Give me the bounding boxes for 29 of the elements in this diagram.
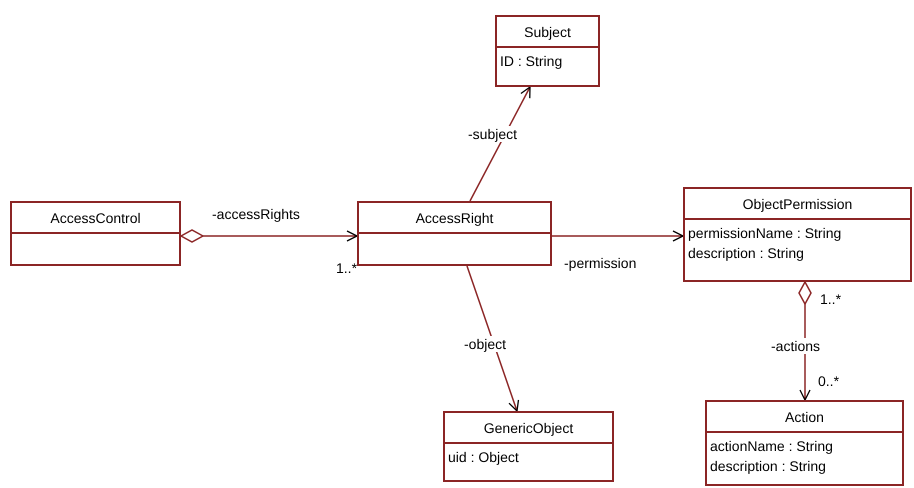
class-box [10, 201, 181, 266]
class-box [443, 411, 614, 482]
multiplicity-label: 1..* [335, 260, 358, 276]
class-name: GenericObject [484, 420, 574, 436]
association-line [466, 266, 520, 412]
class-name: ObjectPermission [742, 196, 852, 212]
class-box [495, 15, 600, 87]
multiplicity-label: 1..* [819, 291, 842, 307]
association-line [180, 229, 358, 243]
attribute-text: uid : Object [448, 448, 520, 467]
class-name: Subject [524, 24, 571, 40]
role-label: -object [462, 336, 508, 352]
class-name: AccessControl [50, 210, 141, 226]
class-name: Action [785, 409, 824, 425]
attribute-text: description : String [710, 457, 827, 476]
attribute-text: permissionName : String [688, 224, 842, 243]
attribute-text: actionName : String [710, 437, 834, 456]
attribute-text: ID : String [500, 52, 564, 71]
class-name: AccessRight [416, 210, 494, 226]
role-label: -accessRights [210, 206, 302, 222]
role-label: -subject [466, 126, 520, 142]
multiplicity-label: 0..* [817, 373, 840, 389]
class-box [705, 400, 904, 486]
class-box [683, 187, 912, 282]
association-line [552, 230, 684, 242]
class-box [357, 201, 552, 266]
attribute-text: description : String [688, 244, 805, 263]
role-label: -permission [562, 255, 638, 271]
role-label: -actions [769, 338, 822, 354]
